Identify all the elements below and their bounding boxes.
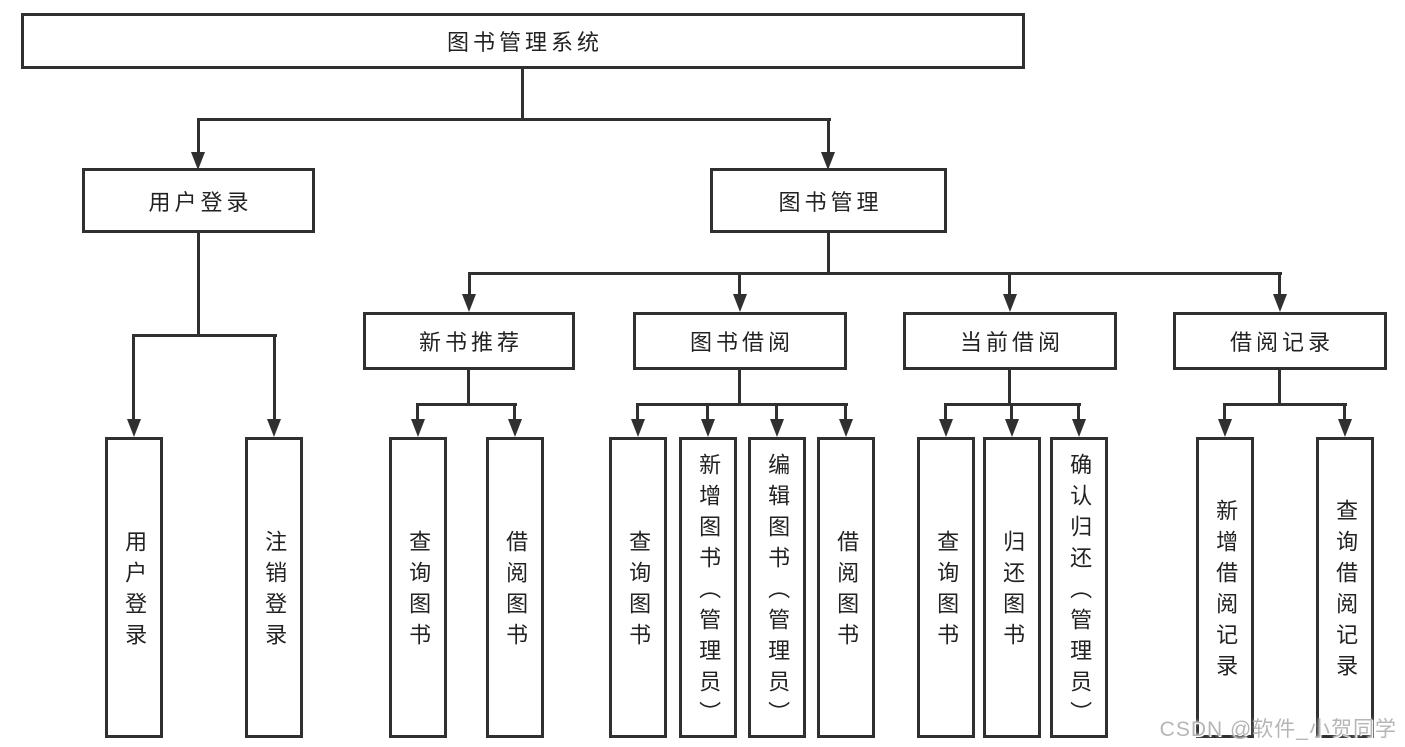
leaf-add-book-admin: 新增图书（管理员）: [679, 437, 737, 738]
leaf-query-books-2: 查询图书: [609, 437, 667, 738]
node-label: 图书管理系统: [446, 30, 603, 55]
connector-line: [1278, 370, 1281, 406]
connector-line: [1343, 403, 1346, 421]
leaf-borrow-books-1: 借阅图书: [486, 437, 544, 738]
connector-line: [273, 334, 276, 421]
arrowhead: [411, 419, 425, 437]
arrowhead: [631, 419, 645, 437]
node-user-login: 用户登录: [82, 168, 315, 233]
node-current-borrowing: 当前借阅: [903, 312, 1117, 370]
node-label: 用户登录: [148, 189, 253, 215]
arrowhead: [939, 419, 953, 437]
leaf-label: 用户登录: [122, 530, 148, 654]
connector-line: [775, 403, 778, 421]
leaf-label: 查询图书: [934, 530, 960, 654]
arrowhead: [821, 152, 835, 170]
connector-line: [197, 233, 200, 337]
leaf-user-login: 用户登录: [105, 437, 163, 738]
leaf-query-books-3: 查询图书: [917, 437, 975, 738]
connector-line: [827, 233, 830, 275]
leaf-return-books: 归还图书: [983, 437, 1041, 738]
connector-line: [636, 403, 848, 406]
leaf-borrow-books-2: 借阅图书: [817, 437, 875, 738]
connector-line: [468, 272, 1282, 275]
connector-line: [1008, 272, 1011, 296]
connector-line: [944, 403, 947, 421]
node-label: 借阅记录: [1229, 330, 1334, 355]
node-label: 当前借阅: [959, 330, 1064, 355]
connector-line: [844, 403, 847, 421]
connector-line: [827, 118, 830, 154]
connector-line: [1008, 370, 1011, 406]
arrowhead: [1273, 294, 1287, 312]
arrowhead: [1338, 419, 1352, 437]
leaf-confirm-return-admin: 确认归还（管理员）: [1050, 437, 1108, 738]
leaf-query-books-1: 查询图书: [389, 437, 447, 738]
leaf-label: 新增借阅记录: [1213, 499, 1239, 685]
node-borrowing-records: 借阅记录: [1173, 312, 1387, 370]
arrowhead: [1072, 419, 1086, 437]
connector-line: [416, 403, 419, 421]
node-new-book-recommend: 新书推荐: [363, 312, 575, 370]
leaf-logout: 注销登录: [245, 437, 303, 738]
connector-line: [1010, 403, 1013, 421]
arrowhead: [1005, 419, 1019, 437]
arrowhead: [1003, 294, 1017, 312]
connector-line: [1077, 403, 1080, 421]
connector-line: [1278, 272, 1281, 296]
leaf-edit-book-admin: 编辑图书（管理员）: [748, 437, 806, 738]
node-label: 图书借阅: [689, 330, 794, 355]
connector-line: [706, 403, 709, 421]
connector-line: [197, 118, 200, 154]
connector-line: [521, 67, 524, 120]
node-label: 新书推荐: [418, 330, 523, 355]
leaf-label: 注销登录: [262, 530, 288, 654]
connector-line: [513, 403, 516, 421]
connector-line: [416, 403, 517, 406]
leaf-label: 归还图书: [1000, 530, 1026, 654]
leaf-label: 借阅图书: [834, 530, 860, 654]
arrowhead: [267, 419, 281, 437]
leaf-query-borrow-record: 查询借阅记录: [1316, 437, 1374, 738]
connector-line: [738, 272, 741, 296]
node-book-management: 图书管理: [710, 168, 947, 233]
arrowhead: [191, 152, 205, 170]
node-library-system: 图书管理系统: [21, 13, 1025, 69]
connector-line: [467, 370, 470, 406]
connector-line: [197, 118, 831, 121]
arrowhead: [701, 419, 715, 437]
leaf-label: 编辑图书（管理员）: [765, 452, 791, 732]
node-book-borrowing: 图书借阅: [633, 312, 847, 370]
arrowhead: [508, 419, 522, 437]
connector-line: [132, 334, 277, 337]
leaf-label: 查询借阅记录: [1333, 499, 1359, 685]
leaf-label: 查询图书: [626, 530, 652, 654]
arrowhead: [462, 294, 476, 312]
arrowhead: [1218, 419, 1232, 437]
connector-line: [132, 334, 135, 421]
connector-line: [636, 403, 639, 421]
leaf-label: 借阅图书: [503, 530, 529, 654]
node-label: 图书管理: [778, 189, 883, 215]
leaf-label: 确认归还（管理员）: [1067, 452, 1093, 732]
leaf-label: 查询图书: [406, 530, 432, 654]
connector-line: [738, 370, 741, 406]
arrowhead: [770, 419, 784, 437]
leaf-label: 新增图书（管理员）: [696, 452, 722, 732]
leaf-add-borrow-record: 新增借阅记录: [1196, 437, 1254, 738]
connector-line: [468, 272, 471, 296]
arrowhead: [839, 419, 853, 437]
arrowhead: [733, 294, 747, 312]
connector-line: [1223, 403, 1347, 406]
connector-line: [1223, 403, 1226, 421]
arrowhead: [127, 419, 141, 437]
csdn-watermark: CSDN @软件_小贺同学: [1159, 718, 1397, 741]
